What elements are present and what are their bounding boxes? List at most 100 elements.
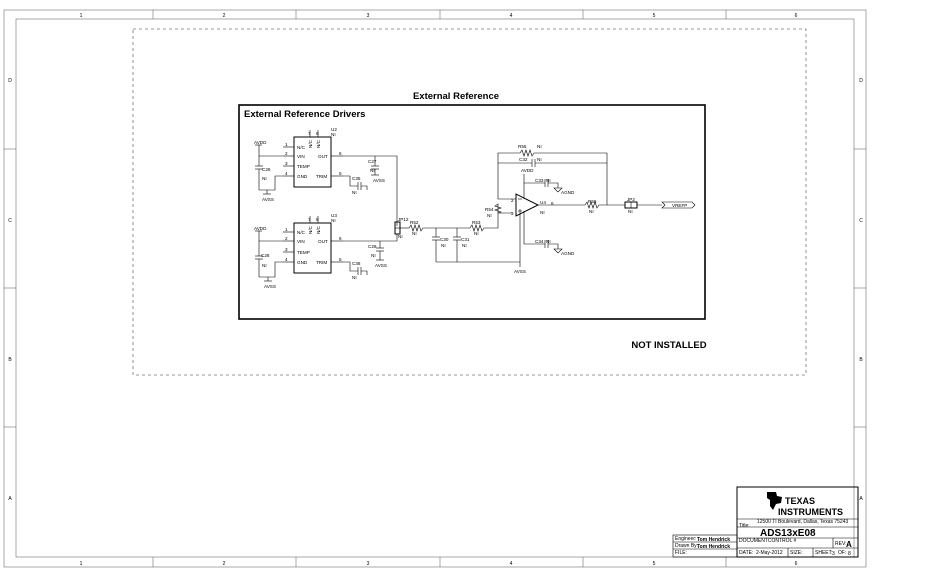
- ti-logo: ti: [767, 492, 782, 510]
- r54-ref: R54: [485, 207, 494, 212]
- c35-ref: C35: [352, 176, 361, 181]
- c31-value: NI: [462, 243, 467, 248]
- row-marker-right: B: [859, 357, 863, 363]
- r53-ref: R53: [472, 220, 481, 225]
- drawn-label: Drawn By:: [675, 543, 698, 549]
- c35-value: NI: [352, 190, 357, 195]
- u2-pin-nc8: N/C: [316, 139, 321, 148]
- u3-pin-num: 7: [308, 217, 311, 222]
- block-title: External Reference Drivers: [244, 109, 365, 120]
- engineer-block: [672, 534, 738, 558]
- r55-value: NI: [537, 144, 542, 149]
- driver-block-frame: [238, 104, 706, 320]
- page-title: External Reference: [413, 91, 499, 102]
- company-line1: TEXAS: [785, 496, 815, 506]
- row-marker-left: A: [8, 496, 12, 502]
- u3-pin-trim: TRIM: [316, 260, 327, 265]
- col-marker-top: 6: [795, 13, 798, 19]
- u3-value: NI: [331, 218, 336, 223]
- u3-pin-nc8: N/C: [316, 225, 321, 234]
- row-marker-left: D: [8, 78, 12, 84]
- r56-value: NI: [589, 209, 594, 214]
- r54-value: NI: [487, 213, 492, 218]
- jp12-value: NI: [398, 234, 403, 239]
- c32-ref: C32: [519, 157, 528, 162]
- jp2-value: NI: [628, 209, 633, 214]
- u3-body: [293, 222, 332, 274]
- c36-value: NI: [352, 275, 357, 280]
- col-marker-top: 4: [510, 13, 513, 19]
- col-marker-bottom: 1: [80, 561, 83, 567]
- u2-pin-num: 4: [285, 171, 288, 176]
- u3-pin-num: 5: [339, 257, 342, 262]
- company-line2: INSTRUMENTS: [778, 507, 843, 517]
- net-avss: AVSS: [262, 197, 274, 202]
- c30-value: NI: [441, 243, 446, 248]
- col-marker-bottom: 3: [367, 561, 370, 567]
- col-marker-top: 1: [80, 13, 83, 19]
- c31-ref: C31: [461, 237, 470, 242]
- r52-ref: R52: [410, 220, 419, 225]
- not-installed-label: NOT INSTALLED: [631, 340, 706, 351]
- col-marker-bottom: 2: [223, 561, 226, 567]
- vrefp-port: [661, 201, 696, 209]
- c27-value: NI: [370, 168, 375, 173]
- c36-ref: C36: [352, 261, 361, 266]
- col-marker-bottom: 5: [653, 561, 656, 567]
- c29-ref: C29: [368, 244, 377, 249]
- u2-pin-vin: VIN: [297, 154, 305, 159]
- size-label: SIZE:: [790, 550, 803, 556]
- net-avdd: AVDD: [254, 140, 267, 145]
- texas-state-icon: [767, 492, 782, 510]
- u3-nets: AVDD C28 NI AVSS C29 NI AVSS C36 NI: [254, 226, 398, 289]
- date-value: 2-May-2012: [756, 550, 783, 556]
- c34-value: NI: [546, 239, 551, 244]
- of-label: OF:: [838, 550, 846, 556]
- c30-ref: C30: [440, 237, 449, 242]
- u3-pin-num: 3: [285, 247, 288, 252]
- col-marker-top: 2: [223, 13, 226, 19]
- c26-ref: C26: [262, 167, 271, 172]
- reference-u3: U3 NI N/C N/C 7 8 1 2 3 4 N/C VIN TEMP G…: [283, 213, 343, 274]
- u3-pin-num: 1: [285, 227, 288, 232]
- row-marker-left: C: [8, 218, 12, 224]
- u4-pin-num: 3: [511, 211, 514, 216]
- u3-pin-num: 8: [316, 217, 319, 222]
- opamp-u4: 2 3 U4 NI 6 R55 NI C32 NI AVDD C33 NI AG…: [497, 144, 625, 256]
- u3-pin-num: 4: [285, 257, 288, 262]
- net-avss: AVSS: [514, 269, 526, 274]
- file-label: FILE:: [675, 550, 687, 556]
- u2-body: [293, 136, 332, 188]
- title-block: ti TEXAS INSTRUMENTS 12500 TI Boulevard,…: [672, 486, 859, 558]
- engineer-label: Engineer:: [675, 536, 696, 542]
- engineer-name: Tom Hendrick: [697, 537, 730, 543]
- u3-pin-nc1: N/C: [297, 230, 306, 235]
- u3-pin-gnd: GND: [297, 260, 308, 265]
- net-agnd: AGND: [561, 251, 575, 256]
- reference-u2: U2 NI N/C N/C 7 8 1 2 3 4 N/C VIN TEMP G…: [283, 127, 343, 188]
- u3-pin-temp: TEMP: [297, 250, 310, 255]
- column-markers: 1 2 3 4 5 6 1 2 3 4 5 6: [80, 13, 798, 567]
- u2-pin-num: 7: [308, 131, 311, 136]
- r52-value: NI: [412, 231, 417, 236]
- u2-pin-num: 1: [285, 142, 288, 147]
- jp12-ref: JP12: [398, 217, 409, 222]
- row-markers: D C B A D C B A: [8, 78, 863, 502]
- net-vrefp: VREFP: [672, 203, 687, 208]
- net-avss: AVSS: [375, 263, 387, 268]
- net-avdd: AVDD: [521, 168, 534, 173]
- u2-pin-trim: TRIM: [316, 174, 327, 179]
- title-label: Title:: [739, 523, 750, 529]
- col-marker-bottom: 6: [795, 561, 798, 567]
- c33-value: NI: [546, 178, 551, 183]
- u2-pin-out: OUT: [318, 154, 328, 159]
- c32-value: NI: [537, 157, 542, 162]
- row-marker-left: B: [8, 357, 12, 363]
- u3-ref: U3: [331, 213, 337, 218]
- net-agnd: AGND: [561, 190, 575, 195]
- c29-value: NI: [371, 253, 376, 258]
- sheet-label: SHEET:: [815, 550, 833, 556]
- net-avss: AVSS: [264, 284, 276, 289]
- u2-pin-gnd: GND: [297, 174, 308, 179]
- u3-pin-num: 6: [339, 236, 342, 241]
